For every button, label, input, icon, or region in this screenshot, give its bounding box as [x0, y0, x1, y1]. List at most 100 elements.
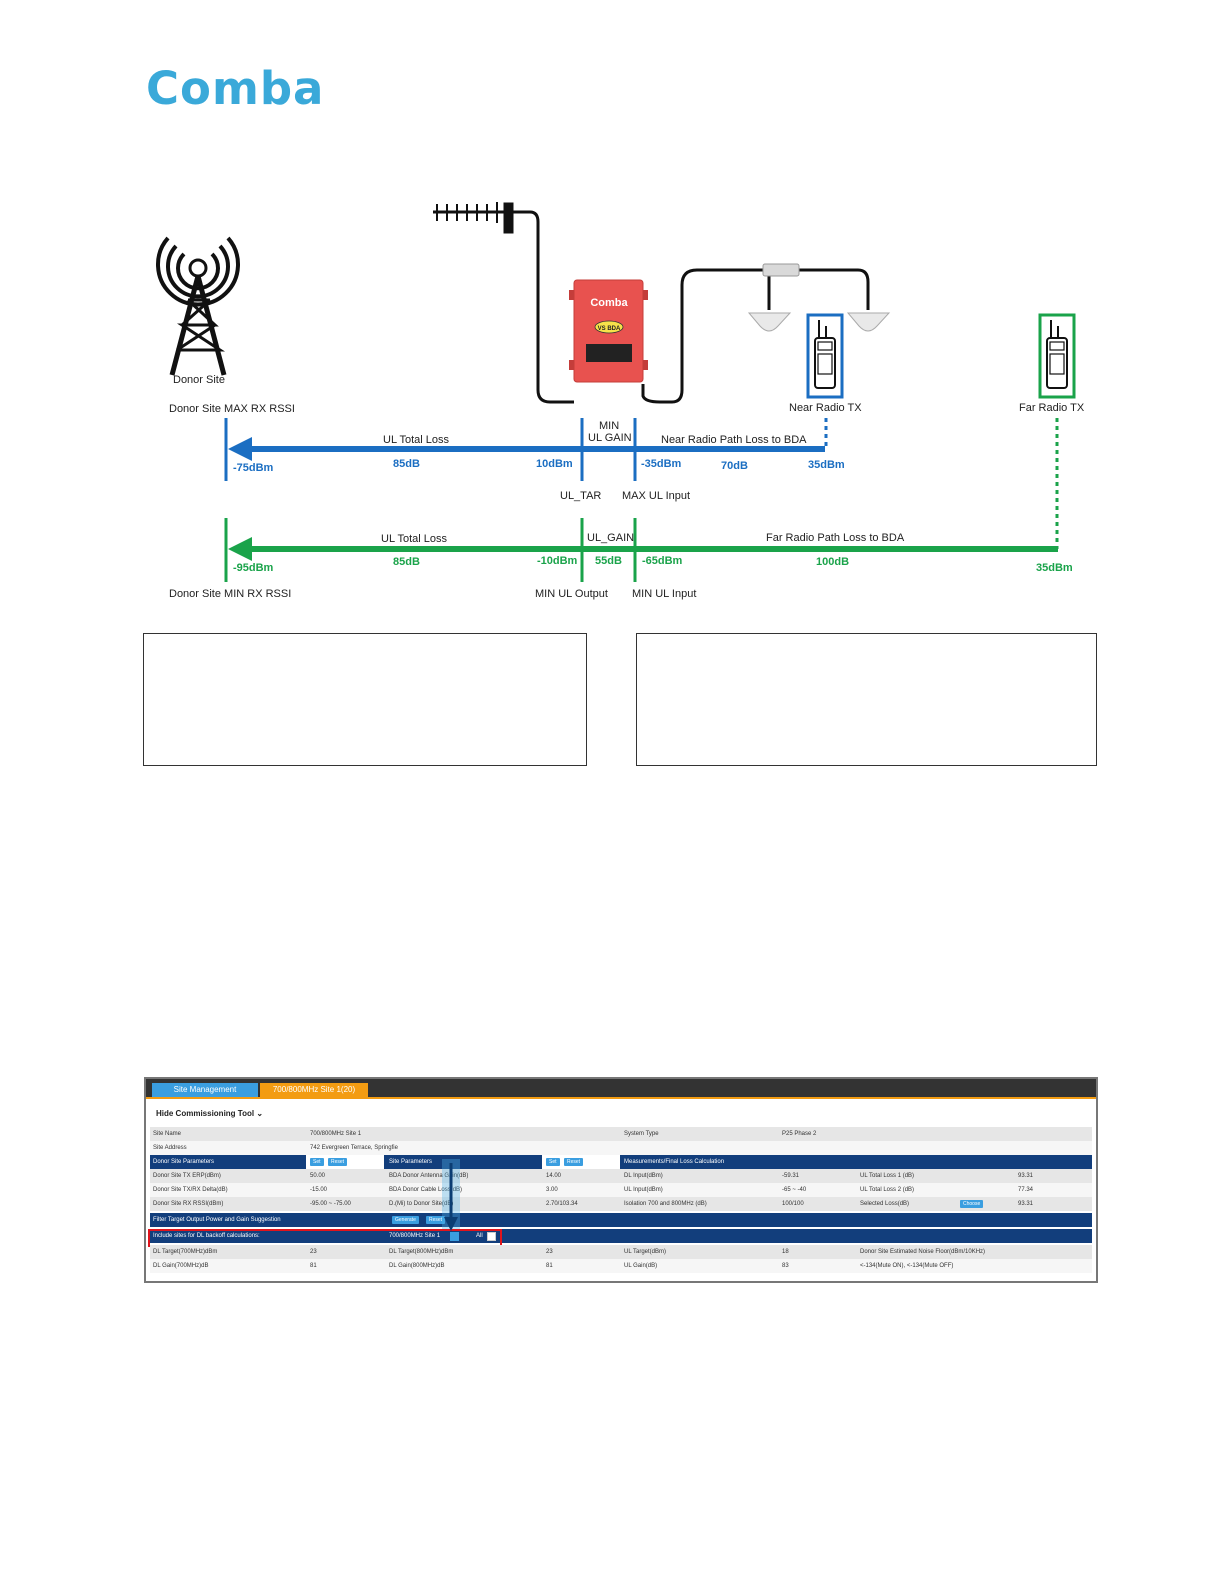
include-sites-row: Include sites for DL backoff calculation…	[150, 1229, 1092, 1243]
tab-underline	[146, 1097, 1096, 1099]
donor-params-header: Donor Site Parameters	[153, 1159, 215, 1165]
chevron-down-icon: ⌄	[256, 1109, 264, 1118]
ul-total-loss-2-value: 77.34	[1018, 1187, 1034, 1193]
param-row-1: Donor Site TX ERP(dBm) 50.00 BDA Donor A…	[150, 1169, 1092, 1183]
tab-site-management[interactable]: Site Management	[152, 1083, 258, 1097]
isolation-value[interactable]: 100/100	[782, 1201, 804, 1207]
far-path-loss-label: Far Radio Path Loss to BDA	[766, 532, 905, 544]
ul-target-value[interactable]: 18	[782, 1249, 789, 1255]
site-name-label: Site Name	[153, 1131, 182, 1137]
bda-device-icon: Comba VS BDA	[569, 279, 648, 383]
dl-gain-800-value[interactable]: 81	[546, 1263, 553, 1269]
choose-button[interactable]: Choose	[960, 1200, 984, 1208]
comba-logo: Comba	[146, 62, 325, 115]
include-sites-label: Include sites for DL backoff calculation…	[153, 1233, 260, 1239]
system-type-label: System Type	[624, 1131, 659, 1137]
include-site-1-checkbox[interactable]	[450, 1232, 459, 1241]
donor-rssi-value[interactable]: -95.00 ~ -75.00	[310, 1201, 351, 1207]
ul-gain-value[interactable]: 83	[782, 1263, 789, 1269]
bda-badge: VS BDA	[598, 326, 621, 332]
tab-site-1[interactable]: 700/800MHz Site 1(20)	[260, 1083, 368, 1097]
donor-rssi-label: Donor Site RX RSSI(dBm)	[153, 1201, 224, 1207]
selected-loss-value: 93.31	[1018, 1201, 1034, 1207]
dl-target-700-value[interactable]: 23	[310, 1249, 317, 1255]
yagi-antenna-icon	[433, 202, 514, 234]
param-row-3: Donor Site RX RSSI(dBm) -95.00 ~ -75.00 …	[150, 1197, 1092, 1211]
near-path-loss-label: Near Radio Path Loss to BDA	[661, 434, 807, 446]
bda-antenna-gain-label: BDA Donor Antenna Gain(dB)	[389, 1173, 469, 1179]
top-tar-value: 10dBm	[536, 458, 573, 470]
dl-gain-800-label: DL Gain(800MHz)dB	[389, 1263, 445, 1269]
top-input-value: -35dBm	[641, 458, 682, 470]
gain-row: DL Gain(700MHz)dB 81 DL Gain(800MHz)dB 8…	[150, 1259, 1092, 1273]
top-loss-value: 85dB	[393, 458, 420, 470]
dl-target-700-label: DL Target(700MHz)dBm	[153, 1249, 218, 1255]
distance-value[interactable]: 2.70/103.34	[546, 1201, 578, 1207]
max-ul-path	[224, 418, 828, 481]
max-ul-input-label: MAX UL Input	[622, 490, 691, 502]
note-box-left	[143, 633, 587, 766]
min-ul-path	[224, 418, 1059, 582]
ul-total-loss-top-label: UL Total Loss	[383, 434, 450, 446]
donor-delta-value[interactable]: -15.00	[310, 1187, 328, 1193]
min-ul-input-label: MIN UL Input	[632, 588, 697, 600]
filter-row: Filter Target Output Power and Gain Sugg…	[150, 1213, 1092, 1227]
site-address-row: Site Address 742 Evergreen Terrace, Spri…	[150, 1141, 1092, 1155]
top-rssi-value: -75dBm	[233, 462, 274, 474]
donor-delta-label: Donor Site TX/RX Delta(dB)	[153, 1187, 228, 1193]
dl-gain-700-value[interactable]: 81	[310, 1263, 317, 1269]
top-path-value: 70dB	[721, 460, 748, 472]
dl-gain-700-label: DL Gain(700MHz)dB	[153, 1263, 209, 1269]
bottom-output-value: -10dBm	[537, 555, 578, 567]
site-reset-button[interactable]: Reset	[564, 1158, 584, 1166]
noise-floor-value: <-134(Mute ON), <-134(Mute OFF)	[860, 1263, 954, 1269]
bda-antenna-gain-value[interactable]: 14.00	[546, 1173, 562, 1179]
bda-brand: Comba	[590, 297, 628, 309]
min-ul-gain-label-1: MIN	[599, 420, 620, 432]
splitter-icon	[762, 263, 800, 277]
link-budget-diagram: Comba VS BDA	[156, 202, 1076, 582]
site-params-header: Site Parameters	[389, 1159, 433, 1165]
param-row-2: Donor Site TX/RX Delta(dB) -15.00 BDA Do…	[150, 1183, 1092, 1197]
bottom-rssi-value: -95dBm	[233, 562, 274, 574]
site-address-value[interactable]: 742 Evergreen Terrace, Springfie	[310, 1145, 398, 1151]
bottom-input-value: -65dBm	[642, 555, 683, 567]
params-header-row: Donor Site Parameters Set Reset Site Par…	[150, 1155, 1092, 1169]
ceiling-antenna-icon	[747, 312, 891, 332]
site-name-value[interactable]: 700/800MHz Site 1	[310, 1131, 362, 1137]
donor-site-label: Donor Site	[173, 374, 225, 386]
commissioning-tool-screenshot: Site Management 700/800MHz Site 1(20) Hi…	[144, 1077, 1098, 1283]
filter-label: Filter Target Output Power and Gain Sugg…	[153, 1217, 281, 1223]
include-all-label: All	[476, 1233, 483, 1239]
bottom-gain-value: 55dB	[595, 555, 622, 567]
bottom-loss-value: 85dB	[393, 556, 420, 568]
donor-tx-erp-value[interactable]: 50.00	[310, 1173, 326, 1179]
site-name-row: Site Name 700/800MHz Site 1 System Type …	[150, 1127, 1092, 1141]
donor-set-button[interactable]: Set	[310, 1158, 324, 1166]
bottom-path-value: 100dB	[816, 556, 850, 568]
site-set-button[interactable]: Set	[546, 1158, 560, 1166]
far-radio-icon	[1038, 313, 1076, 399]
system-type-value[interactable]: P25 Phase 2	[782, 1131, 817, 1137]
bda-cable-loss-label: BDA Donor Cable Loss(dB)	[389, 1187, 463, 1193]
ul-gain-label: UL_GAIN	[587, 532, 635, 544]
down-arrow-icon	[442, 1159, 460, 1231]
bottom-tx-value: 35dBm	[1036, 562, 1073, 574]
tab-bar: Site Management 700/800MHz Site 1(20)	[146, 1079, 1096, 1097]
ul-total-loss-1-value: 93.31	[1018, 1173, 1034, 1179]
hide-commissioning-tool-toggle[interactable]: Hide Commissioning Tool ⌄	[156, 1109, 263, 1118]
noise-floor-label: Donor Site Estimated Noise Floor(dBm/10K…	[860, 1249, 986, 1255]
filter-reset-button[interactable]: Reset	[426, 1216, 446, 1224]
distance-label: D.(Mi) to Donor Site(dB)	[389, 1201, 454, 1207]
bda-cable-loss-value[interactable]: 3.00	[546, 1187, 558, 1193]
ul-gain-label: UL Gain(dB)	[624, 1263, 658, 1269]
isolation-label: Isolation 700 and 800MHz (dB)	[624, 1201, 707, 1207]
generate-button[interactable]: Generate	[392, 1216, 419, 1224]
top-tx-value: 35dBm	[808, 459, 845, 471]
ul-total-loss-1-label: UL Total Loss 1 (dB)	[860, 1173, 915, 1179]
include-all-checkbox[interactable]	[487, 1232, 496, 1241]
dl-input-value: -59.31	[782, 1173, 800, 1179]
dl-target-800-value[interactable]: 23	[546, 1249, 553, 1255]
ul-total-loss-bottom-label: UL Total Loss	[381, 533, 448, 545]
donor-reset-button[interactable]: Reset	[328, 1158, 348, 1166]
